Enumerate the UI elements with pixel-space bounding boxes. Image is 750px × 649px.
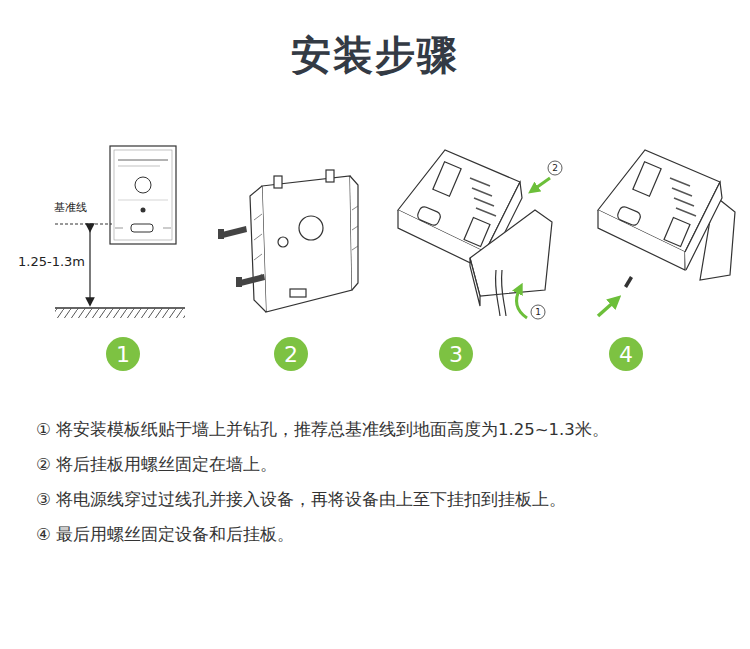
step-number: 4 [619, 342, 633, 367]
step-number: 1 [116, 342, 130, 367]
step-number-circle: 1 [106, 337, 140, 371]
page-title: 安装步骤 [291, 28, 459, 83]
step-number-circle: 3 [439, 337, 473, 371]
step-number: 3 [449, 342, 463, 367]
instruction-text: ④ 最后用螺丝固定设备和后挂板。 [36, 527, 294, 544]
baseline-label: 基准线 [54, 202, 87, 213]
callout-number: 2 [552, 164, 558, 173]
dimension-label: 1.25-1.3m [18, 255, 85, 268]
step-number-circle: 2 [274, 337, 308, 371]
step-number: 2 [284, 342, 298, 367]
step-number-circle: 4 [609, 337, 643, 371]
callout-number: 1 [535, 308, 541, 317]
instruction-text: ② 将后挂板用螺丝固定在墙上。 [36, 457, 277, 474]
instruction-text: ③ 将电源线穿过过线孔并接入设备，再将设备由上至下挂扣到挂板上。 [36, 492, 566, 509]
instruction-text: ① 将安装模板纸贴于墙上并钻孔，推荐总基准线到地面高度为1.25~1.3米。 [36, 422, 609, 439]
